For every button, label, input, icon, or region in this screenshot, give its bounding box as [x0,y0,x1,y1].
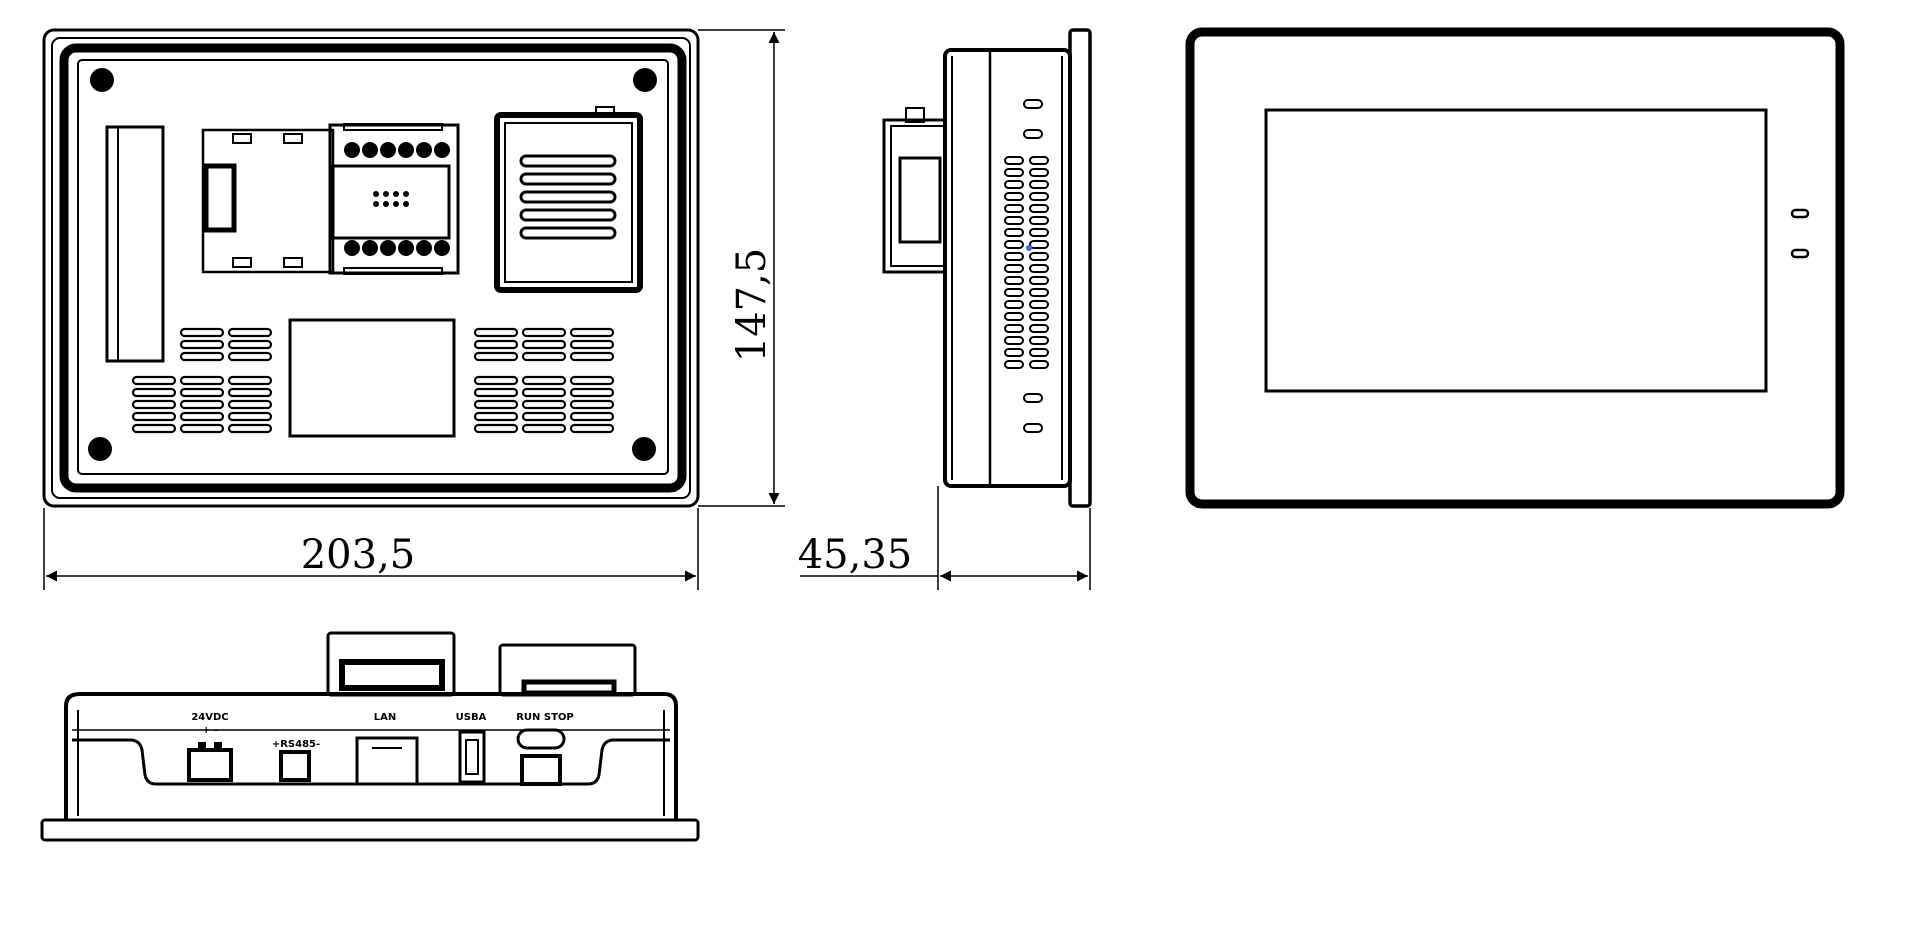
port-recess [72,738,670,786]
screw-hole [90,68,114,92]
depth-dimension-label: 45,35 [798,532,913,578]
top-module-connector [326,631,456,697]
depth-dimension [800,486,1091,590]
rear-panel [77,59,669,475]
screw-hole [88,437,112,461]
status-led [1790,208,1810,219]
usb-label: USBA [456,712,487,723]
run-stop-switch [516,728,566,786]
usb-port [458,730,486,784]
height-dimension [698,29,785,507]
lan-label: LAN [374,712,396,723]
screw-hole [633,68,657,92]
terminal-block [328,123,460,275]
side-connector [882,118,947,274]
rear-view [42,28,700,508]
width-dimension-label: 203,5 [301,532,416,578]
bottom-view [40,631,700,842]
lan-port [355,736,419,786]
width-dimension [43,508,699,590]
power-label: 24VDC [191,712,228,723]
rear-frame-inner [51,37,691,499]
mount-bracket [201,128,335,274]
left-slot [105,125,165,363]
power-port-pins [198,742,222,750]
front-bezel [1185,27,1845,509]
bottom-housing [64,692,678,820]
power-port [187,748,233,782]
top-module-vent [498,643,637,697]
rear-housing [59,43,687,493]
bottom-bezel [40,818,700,842]
side-housing [943,48,1072,488]
power-polarity-label: + - [202,725,218,736]
rear-outer-frame [42,28,700,508]
run-stop-label: RUN STOP [516,712,574,723]
vent-slots [131,327,615,434]
screw-holes [88,68,657,461]
vented-cover [494,106,643,293]
side-view [882,28,1092,508]
side-vents [1004,99,1049,433]
front-view [1185,27,1845,509]
rs485-port [279,750,311,782]
height-dimension-label: 147,5 [729,248,775,363]
serial-label: +RS485- [272,739,320,750]
side-indicator [1026,245,1032,251]
side-bezel [1068,28,1092,508]
label-area [288,318,456,438]
status-led [1790,248,1810,259]
screw-hole [632,437,656,461]
display-screen [1264,108,1768,393]
